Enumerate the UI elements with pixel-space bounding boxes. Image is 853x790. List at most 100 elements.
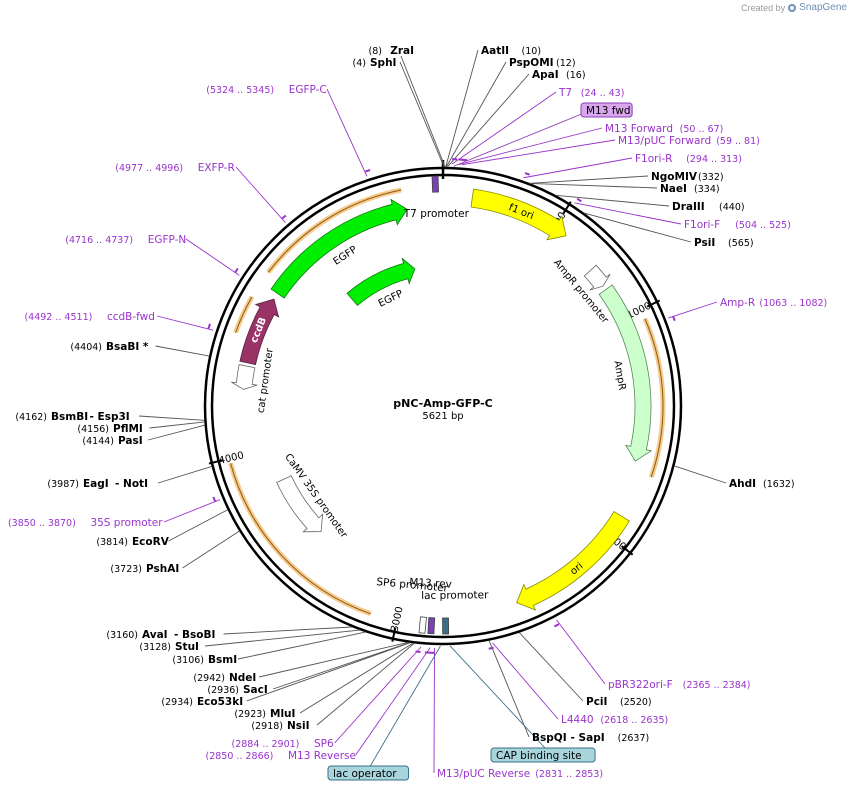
enzyme-pos: (8) (368, 46, 381, 57)
snapgene-credit: Created by SnapGene (741, 2, 847, 13)
plasmid-name: pNC-Amp-GFP-C (393, 397, 492, 410)
leader-line (355, 647, 431, 756)
primer-range: (4977 .. 4996) (115, 163, 183, 174)
enzyme-pflmi: PflMI (113, 423, 143, 435)
feature-label-cat-promoter: cat promoter (256, 347, 276, 414)
leader-line (668, 301, 718, 319)
leader-line (451, 91, 557, 165)
primer-range: (2850 .. 2866) (206, 751, 274, 762)
leader-line (458, 127, 603, 165)
leader-line (326, 88, 368, 177)
enzyme-pos: (2520) (620, 697, 652, 708)
primer-site-mark (281, 214, 287, 220)
orf-arc (228, 462, 372, 617)
enzyme-eco53ki: Eco53kI (197, 696, 243, 708)
enzyme-pos: (332) (698, 172, 724, 183)
enzyme-pos: (4404) (70, 342, 102, 353)
primer-ccdb-fwd: ccdB-fwd (107, 311, 155, 323)
primer-site-mark (576, 197, 582, 203)
leader-line (237, 631, 366, 660)
primer-pbr322ori-f: pBR322ori-F (608, 679, 673, 691)
enzyme-bspqi: BspQI (532, 732, 567, 744)
primer-range: (294 .. 313) (686, 154, 742, 165)
tick-mark (391, 627, 397, 642)
enzyme-psii: PsiI (694, 237, 715, 249)
enzyme-pos: (4162) (15, 412, 47, 423)
enzyme-pshai: PshAI (146, 563, 179, 575)
primer-site-mark (207, 323, 212, 329)
feature-arrow-cat-promoter (231, 364, 258, 390)
enzyme-pos: (4144) (82, 436, 114, 447)
enzyme-nsii: NsiI (287, 720, 310, 732)
primer-range: (59 .. 81) (716, 136, 760, 147)
primer-m13-reverse: M13 Reverse (288, 750, 356, 762)
tick-mark (621, 545, 634, 556)
feature-arrow-ccdb (239, 298, 280, 366)
enzyme-draiii: DraIII (672, 201, 705, 213)
feature-label-egfp-inner: EGFP (377, 288, 405, 309)
feature-label-ampr: AmpR (611, 360, 627, 391)
primer-range: (504 .. 525) (735, 220, 791, 231)
small-feature-label-lac-promoter: lac promoter (421, 589, 489, 602)
primer-egfp-n: EGFP-N (148, 234, 187, 246)
credit-prefix: Created by (741, 2, 786, 13)
enzyme-pos: (1632) (763, 479, 795, 490)
primer-amp-r: Amp-R (720, 297, 755, 309)
leader-line (163, 499, 221, 523)
leader-line (204, 629, 360, 647)
enzyme-avai: AvaI (142, 629, 168, 641)
boxed-label-bg (490, 747, 596, 763)
enzyme-ecorv: EcoRV (132, 536, 170, 548)
orf-arc-core (644, 318, 664, 478)
small-feature-label-m13-rev: M13 rev (409, 576, 452, 590)
primer-35s-promoter: 35S promoter (90, 517, 163, 529)
primer-m13-puc-forward: M13/pUC Forward (618, 135, 711, 147)
enzyme-pos: (2934) (161, 697, 193, 708)
leader-line (583, 212, 692, 243)
leader-line (674, 465, 727, 484)
leader-line (556, 619, 606, 685)
orf-arc-core (235, 296, 253, 333)
leader-line (157, 466, 212, 484)
enzyme-pos: (2923) (234, 709, 266, 720)
primer-f1ori-r: F1ori-R (635, 153, 672, 165)
enzyme-pos: (334) (694, 184, 720, 195)
primer-site-mark (365, 169, 371, 173)
primer-f1ori-f: F1ori-F (684, 219, 720, 231)
leader-lines (139, 49, 727, 774)
tick-mark (646, 299, 661, 308)
enzyme-extra: - NotI (115, 478, 148, 490)
enzyme-aatii: AatII (481, 45, 509, 57)
enzyme-pos: (3723) (110, 564, 142, 575)
enzyme-mlui: MluI (270, 708, 295, 720)
small-feature-t7-promoter (431, 175, 439, 193)
primer-range: (1063 .. 1082) (759, 298, 827, 309)
leader-line (185, 238, 240, 276)
enzyme-ndei: NdeI (229, 672, 256, 684)
leader-line (139, 415, 205, 421)
leader-line (155, 345, 210, 357)
enzyme-pos: (10) (522, 46, 542, 57)
boxed-label-bg (580, 102, 633, 118)
primer-range: (24 .. 43) (581, 88, 625, 99)
primer-sp6: SP6 (314, 738, 334, 750)
enzyme-pos: (3128) (139, 642, 171, 653)
leader-line (299, 642, 414, 714)
enzyme-pos: (3160) (106, 630, 138, 641)
leader-line (492, 642, 559, 720)
enzyme-pos: (2637) (618, 733, 650, 744)
orf-arc-core (267, 189, 402, 273)
feature-arrow-ampr-promoter (583, 264, 611, 291)
leader-line (445, 61, 507, 168)
boxed-label-m13-fwd: M13 fwd (586, 105, 631, 117)
leader-line (168, 509, 228, 542)
orf-highlight-layer (228, 187, 666, 617)
plasmid-size: 5621 bp (422, 411, 463, 422)
enzyme-apai: ApaI (532, 69, 559, 81)
enzyme-pos: (16) (566, 70, 586, 81)
leader-line (182, 530, 240, 569)
label-layer: AvaI(3160)- BsoBIStuI(3128)BsmI(3106)Nde… (8, 45, 827, 781)
leader-line (223, 626, 353, 635)
enzyme-ngomiv: NgoMIV (651, 171, 698, 183)
